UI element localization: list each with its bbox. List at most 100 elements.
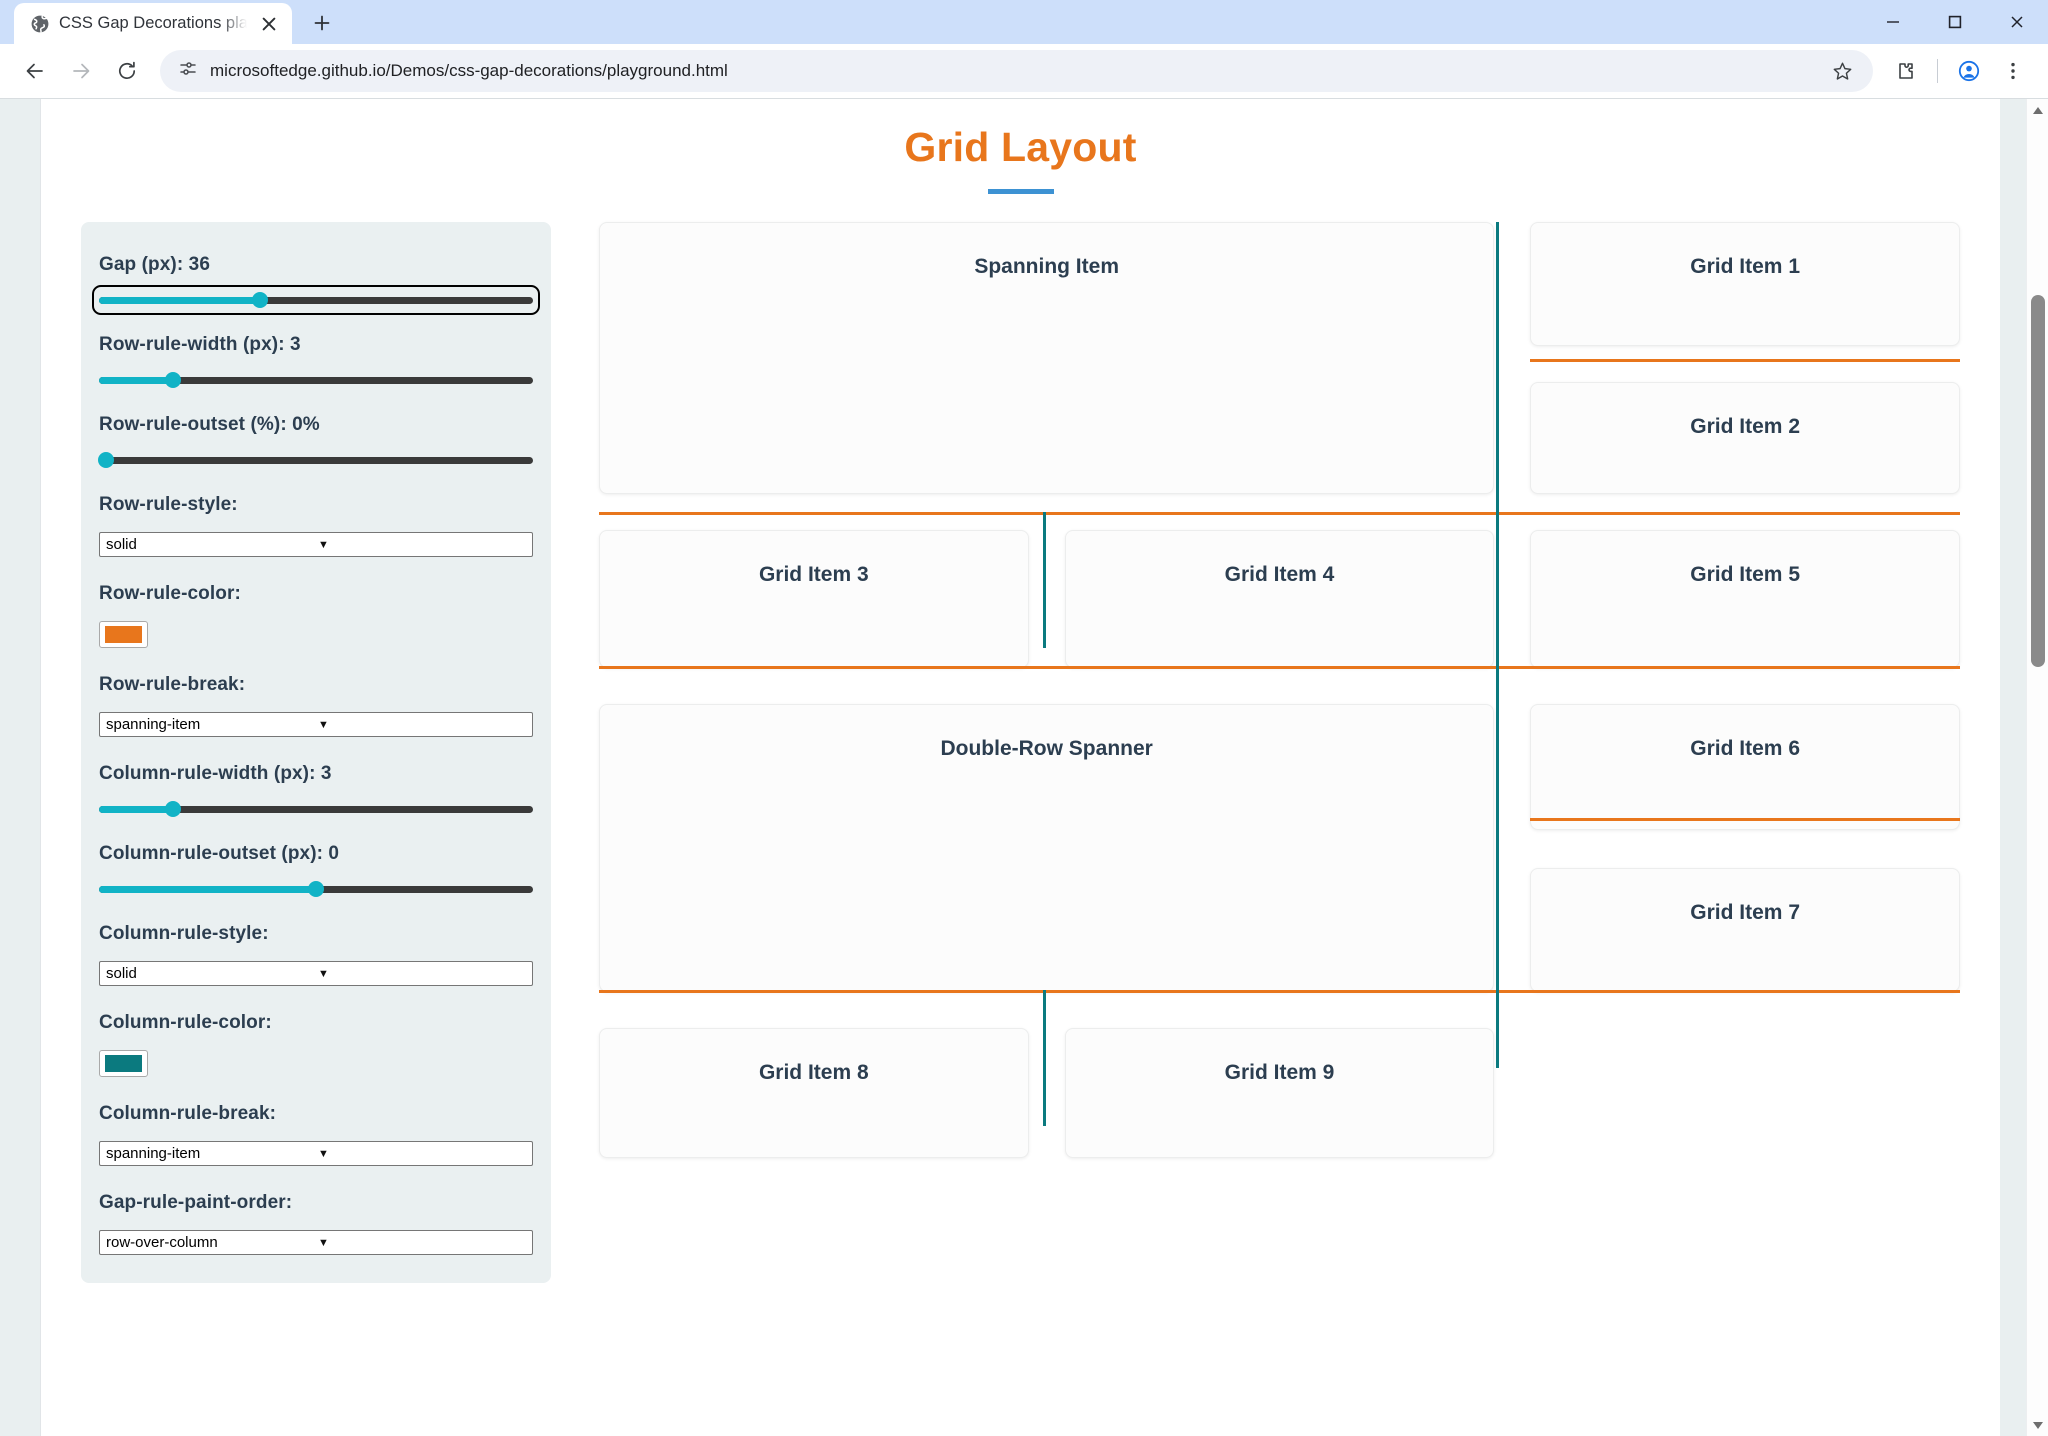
select-value: solid	[106, 965, 137, 982]
control-label: Gap (px): 36	[99, 254, 210, 275]
grid-cell-item-7: Grid Item 7	[1530, 868, 1960, 992]
control-label: Row-rule-color:	[99, 583, 241, 604]
cell-label: Grid Item 9	[1224, 1061, 1335, 1084]
scroll-down-arrow-icon[interactable]	[2027, 1414, 2048, 1436]
control-row-rule-break: Row-rule-break: spanning-item ▼	[99, 674, 533, 737]
control-label: Column-rule-color:	[99, 1012, 272, 1033]
slider-fill	[99, 806, 173, 813]
row-rule-color-picker[interactable]	[99, 621, 148, 648]
page-scrollbar[interactable]	[2026, 99, 2048, 1436]
url-text[interactable]: microsoftedge.github.io/Demos/css-gap-de…	[210, 61, 728, 80]
column-rule-decoration	[1496, 222, 1500, 1068]
close-icon[interactable]	[256, 11, 282, 37]
control-column-rule-outset: Column-rule-outset (px): 0	[99, 843, 533, 897]
star-icon[interactable]	[1821, 50, 1863, 92]
control-label: Column-rule-break:	[99, 1103, 277, 1124]
control-label: Column-rule-outset (px): 0	[99, 843, 340, 864]
color-preview	[105, 626, 142, 643]
control-column-rule-color: Column-rule-color:	[99, 1012, 533, 1077]
slider-fill	[99, 377, 173, 384]
slider-thumb[interactable]	[98, 452, 115, 468]
slider-thumb[interactable]	[251, 292, 268, 308]
control-column-rule-break: Column-rule-break: spanning-item ▼	[99, 1103, 533, 1166]
column-rule-decoration	[1042, 990, 1046, 1126]
close-window-button[interactable]	[1986, 0, 2048, 44]
controls-panel: Gap (px): 36 Row-rule-width (px): 3	[81, 222, 551, 1283]
scroll-up-arrow-icon[interactable]	[2027, 99, 2048, 121]
column-rule-style-select[interactable]: solid ▼	[99, 961, 533, 986]
grid-cell-item-9: Grid Item 9	[1064, 1028, 1495, 1158]
grid-cell-item-5: Grid Item 5	[1530, 530, 1960, 668]
cell-label: Grid Item 7	[1690, 901, 1800, 924]
tab-strip: CSS Gap Decorations playground	[0, 0, 2048, 44]
new-tab-button[interactable]	[304, 5, 340, 41]
tab-title: CSS Gap Decorations playground	[59, 14, 247, 32]
column-rule-width-slider[interactable]	[99, 801, 533, 817]
back-arrow-icon[interactable]	[14, 50, 56, 92]
cell-label: Double-Row Spanner	[940, 737, 1153, 760]
window-controls	[1862, 0, 2048, 44]
slider-thumb[interactable]	[164, 372, 181, 388]
site-settings-icon[interactable]	[178, 59, 198, 84]
slider-track	[99, 806, 533, 813]
control-label: Row-rule-width (px): 3	[99, 334, 301, 355]
cell-label: Grid Item 3	[758, 563, 869, 586]
chevron-down-icon: ▼	[318, 967, 329, 980]
maximize-button[interactable]	[1924, 0, 1986, 44]
control-row-rule-width: Row-rule-width (px): 3	[99, 334, 533, 388]
address-bar[interactable]: microsoftedge.github.io/Demos/css-gap-de…	[160, 50, 1873, 92]
control-row-rule-style: Row-rule-style: solid ▼	[99, 494, 533, 557]
row-rule-width-slider[interactable]	[99, 372, 533, 388]
browser-tab[interactable]: CSS Gap Decorations playground	[14, 3, 292, 44]
color-preview	[105, 1055, 142, 1072]
grid-demo: Spanning Item Grid Item 1 Grid Item 2 Gr…	[599, 222, 1960, 1168]
grid-cell-item-6: Grid Item 6	[1530, 704, 1960, 830]
grid-cell-spanning-item: Spanning Item	[599, 222, 1495, 494]
extensions-puzzle-icon[interactable]	[1885, 50, 1927, 92]
grid-cell-item-2: Grid Item 2	[1530, 382, 1960, 494]
select-value: row-over-column	[106, 1234, 218, 1251]
column-rule-break-select[interactable]: spanning-item ▼	[99, 1141, 533, 1166]
control-column-rule-width: Column-rule-width (px): 3	[99, 763, 533, 817]
slider-thumb[interactable]	[308, 881, 324, 897]
grid-cell-item-8: Grid Item 8	[599, 1028, 1029, 1158]
minimize-button[interactable]	[1862, 0, 1924, 44]
reload-icon[interactable]	[106, 50, 148, 92]
gap-slider[interactable]	[92, 285, 540, 315]
cell-label: Grid Item 4	[1224, 563, 1335, 586]
forward-arrow-icon[interactable]	[60, 50, 102, 92]
toolbar-divider	[1937, 59, 1938, 83]
profile-avatar-icon[interactable]	[1948, 50, 1990, 92]
chevron-down-icon: ▼	[318, 718, 329, 731]
row-rule-style-select[interactable]: solid ▼	[99, 532, 533, 557]
chevron-down-icon: ▼	[318, 538, 329, 551]
grid-cell-item-4: Grid Item 4	[1064, 530, 1495, 668]
column-rule-color-picker[interactable]	[99, 1050, 148, 1077]
scrollbar-thumb[interactable]	[2031, 295, 2045, 667]
row-rule-break-select[interactable]: spanning-item ▼	[99, 712, 533, 737]
control-row-rule-color: Row-rule-color:	[99, 583, 533, 648]
column-rule-outset-slider[interactable]	[99, 881, 533, 897]
slider-track	[99, 297, 533, 304]
chevron-down-icon: ▼	[318, 1147, 329, 1160]
cell-label: Grid Item 8	[758, 1061, 869, 1084]
control-label: Row-rule-break:	[99, 674, 246, 695]
page-content: Grid Layout Gap (px): 36	[40, 99, 2000, 1436]
cell-label: Grid Item 2	[1690, 415, 1800, 438]
demo-grid: Spanning Item Grid Item 1 Grid Item 2 Gr…	[599, 222, 1960, 1158]
control-gap: Gap (px): 36	[92, 254, 540, 315]
control-row-rule-outset: Row-rule-outset (%): 0%	[98, 414, 533, 468]
toolbar-right-group	[1885, 50, 2034, 92]
slider-thumb[interactable]	[164, 801, 181, 817]
cell-label: Grid Item 1	[1690, 255, 1800, 278]
control-label: Row-rule-style:	[99, 494, 238, 515]
cell-label: Spanning Item	[974, 255, 1119, 278]
three-dot-menu-icon[interactable]	[1992, 50, 2034, 92]
gap-rule-paint-order-select[interactable]: row-over-column ▼	[99, 1230, 533, 1255]
select-value: solid	[106, 536, 137, 553]
row-rule-decoration	[599, 511, 1960, 515]
select-value: spanning-item	[106, 1145, 201, 1162]
column-rule-decoration	[1042, 512, 1046, 648]
row-rule-outset-slider[interactable]	[98, 452, 533, 468]
